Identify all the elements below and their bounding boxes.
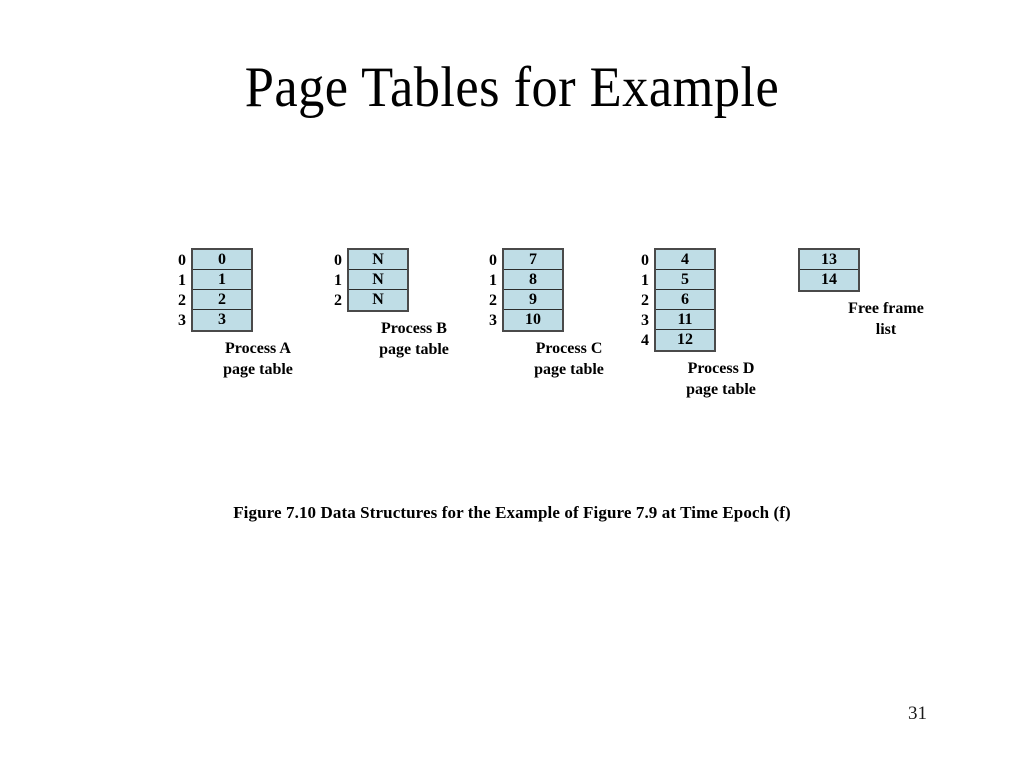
page-index-column: 0 1 2 (334, 248, 347, 311)
page-index-cell: 3 (178, 312, 186, 329)
page-table-box: 4 5 6 11 12 (654, 248, 716, 352)
free-frame-entry: 13 (800, 250, 858, 270)
page-table-body: 0 1 2 3 0 1 2 3 (178, 248, 318, 332)
page-index-cell: 0 (178, 252, 186, 269)
page-index-cell: 2 (178, 292, 186, 309)
page-table-box: N N N (347, 248, 409, 312)
page-index-cell: 0 (334, 252, 342, 269)
page-table-process-a: 0 1 2 3 0 1 2 3 Process A page table (178, 248, 318, 380)
page-index-cell: 1 (641, 272, 649, 289)
page-table-caption: Process D page table (686, 360, 756, 399)
page-table-body: 0 1 2 3 7 8 9 10 (489, 248, 629, 332)
free-frame-list: 13 14 Free frame list (798, 248, 956, 340)
page-index-cell: 2 (334, 292, 342, 309)
page-table-entry: 7 (504, 250, 562, 270)
page-index-column: 0 1 2 3 4 (641, 248, 654, 351)
page-table-entry: 6 (656, 290, 714, 310)
page-index-column: 0 1 2 3 (178, 248, 191, 331)
page-table-caption: Process C page table (534, 340, 604, 379)
page-table-entry: 3 (193, 310, 251, 330)
page-index-cell: 0 (489, 252, 497, 269)
page-table-box: 7 8 9 10 (502, 248, 564, 332)
free-frame-list-caption: Free frame list (848, 300, 924, 339)
page-title: Page Tables for Example (244, 56, 780, 119)
page-table-entry: 5 (656, 270, 714, 290)
page-table-body: 0 1 2 3 4 4 5 6 11 12 (641, 248, 781, 352)
page-index-cell: 1 (334, 272, 342, 289)
page-table-entry: 0 (193, 250, 251, 270)
page-table-entry: N (349, 270, 407, 290)
page-table-box: 0 1 2 3 (191, 248, 253, 332)
figure-caption: Figure 7.10 Data Structures for the Exam… (233, 503, 791, 522)
page-index-cell: 1 (489, 272, 497, 289)
page-table-entry: 10 (504, 310, 562, 330)
page-index-cell: 2 (641, 292, 649, 309)
page-table-caption: Process B page table (379, 320, 449, 359)
page-index-cell: 3 (641, 312, 649, 329)
page-table-entry: 8 (504, 270, 562, 290)
page-table-body: 13 14 (798, 248, 956, 292)
page-table-entry: 12 (656, 330, 714, 350)
page-table-entry: 1 (193, 270, 251, 290)
page-index-cell: 1 (178, 272, 186, 289)
page-table-entry: 4 (656, 250, 714, 270)
page-table-body: 0 1 2 N N N (334, 248, 474, 312)
page-index-cell: 2 (489, 292, 497, 309)
page-table-entry: 11 (656, 310, 714, 330)
page-table-process-d: 0 1 2 3 4 4 5 6 11 12 Process D page tab… (641, 248, 781, 400)
page-table-caption: Process A page table (223, 340, 293, 379)
page-table-entry: 9 (504, 290, 562, 310)
page-table-entry: N (349, 250, 407, 270)
page-table-entry: N (349, 290, 407, 310)
page-number: 31 (908, 703, 927, 724)
page-table-process-c: 0 1 2 3 7 8 9 10 Process C page table (489, 248, 629, 380)
page-index-column: 0 1 2 3 (489, 248, 502, 331)
page-index-cell: 3 (489, 312, 497, 329)
page-table-box: 13 14 (798, 248, 860, 292)
page-table-entry: 2 (193, 290, 251, 310)
free-frame-entry: 14 (800, 270, 858, 290)
page-index-cell: 4 (641, 332, 649, 349)
page-index-cell: 0 (641, 252, 649, 269)
page-table-process-b: 0 1 2 N N N Process B page table (334, 248, 474, 360)
